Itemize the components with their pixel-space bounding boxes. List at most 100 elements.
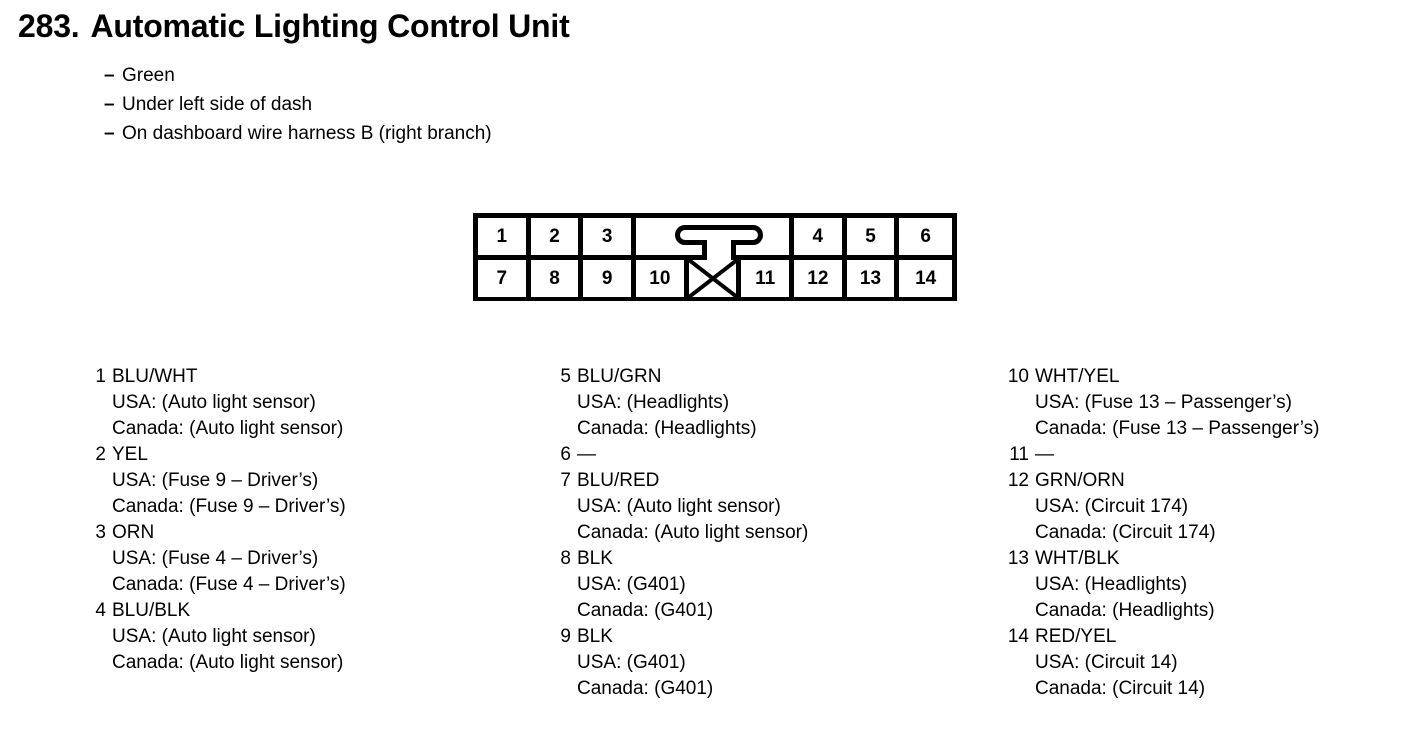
pin-entry: 3 ORN USA: (Fuse 4 – Driver’s) Canada: (Fus… <box>80 520 520 598</box>
pin-number: 14 <box>1007 626 1029 647</box>
pin-header: 8 BLK <box>545 546 985 572</box>
pin-entry: 11 — <box>1003 442 1403 468</box>
pin-wire-color: YEL <box>112 444 148 465</box>
pin-number: 13 <box>1007 548 1029 569</box>
connector-blank-cell-x <box>688 260 742 297</box>
pin-wire-color: — <box>1035 444 1054 465</box>
pin-number: 11 <box>1009 444 1029 465</box>
connector-pin-cell: 7 <box>478 260 531 297</box>
pin-entry: 2 YEL USA: (Fuse 9 – Driver’s) Canada: (Fus… <box>80 442 520 520</box>
pin-header: 5 BLU/GRN <box>545 364 985 390</box>
pin-canada-detail: Canada: (Fuse 4 – Driver’s) <box>112 574 346 595</box>
pin-number: 12 <box>1007 470 1029 491</box>
pin-number: 6 <box>560 444 571 465</box>
pin-entry: 5 BLU/GRN USA: (Headlights) Canada: (Headli… <box>545 364 985 442</box>
pin-number: 3 <box>95 522 106 543</box>
connector-pin-cell: 1 <box>478 218 531 255</box>
pin-entry: 9 BLK USA: (G401) Canada: (G401) <box>545 624 985 702</box>
pin-number: 7 <box>560 470 571 491</box>
spec-text: Green <box>122 65 175 86</box>
section-title-text: Automatic Lighting Control Unit <box>90 8 570 44</box>
pin-header: 11 — <box>1003 442 1403 468</box>
pin-list-column-3: 10 WHT/YEL USA: (Fuse 13 – Passenger’s) Can… <box>1003 364 1403 702</box>
connector-pin-cell: 4 <box>794 218 847 255</box>
pin-header: 7 BLU/RED <box>545 468 985 494</box>
pin-entry: 7 BLU/RED USA: (Auto light sensor) Canada: … <box>545 468 985 546</box>
pin-header: 2 YEL <box>80 442 520 468</box>
spec-dash-marker: – <box>104 94 115 115</box>
pin-number: 4 <box>95 600 106 621</box>
pin-usa-detail: USA: (Circuit 174) <box>1035 496 1189 517</box>
pin-wire-color: RED/YEL <box>1035 626 1117 647</box>
spec-list: –Green–Under left side of dash–On dashbo… <box>104 61 492 148</box>
pin-header: 14 RED/YEL <box>1003 624 1403 650</box>
section-number: 283. <box>18 8 80 44</box>
connector-pin-cell: 2 <box>530 218 584 255</box>
pin-usa-detail: USA: (Fuse 9 – Driver’s) <box>112 470 319 491</box>
pin-wire-color: — <box>577 444 596 465</box>
pin-usa-detail: USA: (G401) <box>577 652 686 673</box>
spec-text: Under left side of dash <box>122 94 313 115</box>
pin-usa-detail: USA: (Auto light sensor) <box>112 392 316 413</box>
pin-wire-color: ORN <box>112 522 155 543</box>
connector-pin-cell: 14 <box>899 260 952 297</box>
pin-usa-detail: USA: (Headlights) <box>1035 574 1188 595</box>
connector-pin-cell: 13 <box>846 260 900 297</box>
pin-entry: 1 BLU/WHT USA: (Auto light sensor) Canada: … <box>80 364 520 442</box>
pin-number: 2 <box>95 444 106 465</box>
pin-usa-detail: USA: (Auto light sensor) <box>577 496 781 517</box>
pin-usa-detail: USA: (Headlights) <box>577 392 730 413</box>
pin-entry: 14 RED/YEL USA: (Circuit 14) Canada: (Circu… <box>1003 624 1403 702</box>
pin-wire-color: WHT/YEL <box>1035 366 1120 387</box>
connector-pin-cell: 12 <box>794 260 847 297</box>
pin-canada-detail: Canada: (G401) <box>577 600 714 621</box>
pin-wire-color: WHT/BLK <box>1035 548 1120 569</box>
pin-wire-color: BLU/RED <box>577 470 660 491</box>
pin-wire-color: BLU/WHT <box>112 366 198 387</box>
connector-pin-cell: 10 <box>636 260 689 297</box>
pin-header: 13 WHT/BLK <box>1003 546 1403 572</box>
pin-canada-detail: Canada: (Headlights) <box>1035 600 1215 621</box>
pin-entry: 6— <box>545 442 985 468</box>
spec-line: –Green <box>104 61 492 90</box>
pin-list-column-1: 1 BLU/WHT USA: (Auto light sensor) Canada: … <box>80 364 520 676</box>
pin-usa-detail: USA: (Fuse 4 – Driver’s) <box>112 548 319 569</box>
pin-number: 5 <box>560 366 571 387</box>
latch-stem-icon <box>702 240 736 260</box>
pin-canada-detail: Canada: (Fuse 9 – Driver’s) <box>112 496 346 517</box>
spec-text: On dashboard wire harness B (right branc… <box>122 123 492 144</box>
pin-canada-detail: Canada: (Circuit 174) <box>1035 522 1216 543</box>
pin-canada-detail: Canada: (Headlights) <box>577 418 757 439</box>
connector-pin-cell: 5 <box>846 218 900 255</box>
pin-canada-detail: Canada: (Auto light sensor) <box>577 522 809 543</box>
connector-pin-cell: 11 <box>741 260 794 297</box>
pin-number: 10 <box>1007 366 1029 387</box>
pin-number: 1 <box>95 366 106 387</box>
pin-canada-detail: Canada: (G401) <box>577 678 714 699</box>
pin-canada-detail: Canada: (Circuit 14) <box>1035 678 1206 699</box>
pin-usa-detail: USA: (Fuse 13 – Passenger’s) <box>1035 392 1292 413</box>
connector-pin-cell: 6 <box>899 218 952 255</box>
pin-header: 10 WHT/YEL <box>1003 364 1403 390</box>
connector-pin-cell: 3 <box>583 218 636 255</box>
page-title: 283. Automatic Lighting Control Unit <box>18 8 570 45</box>
pin-wire-color: BLK <box>577 548 613 569</box>
spec-dash-marker: – <box>104 65 115 86</box>
pin-wire-color: BLU/GRN <box>577 366 662 387</box>
pin-number: 9 <box>560 626 571 647</box>
pin-wire-color: BLU/BLK <box>112 600 191 621</box>
pin-header: 6— <box>545 442 985 468</box>
pin-entry: 13 WHT/BLK USA: (Headlights) Canada: (Headl… <box>1003 546 1403 624</box>
spec-line: –Under left side of dash <box>104 90 492 119</box>
pin-usa-detail: USA: (Circuit 14) <box>1035 652 1178 673</box>
pin-number: 8 <box>560 548 571 569</box>
pin-wire-color: BLK <box>577 626 613 647</box>
pin-canada-detail: Canada: (Auto light sensor) <box>112 418 344 439</box>
